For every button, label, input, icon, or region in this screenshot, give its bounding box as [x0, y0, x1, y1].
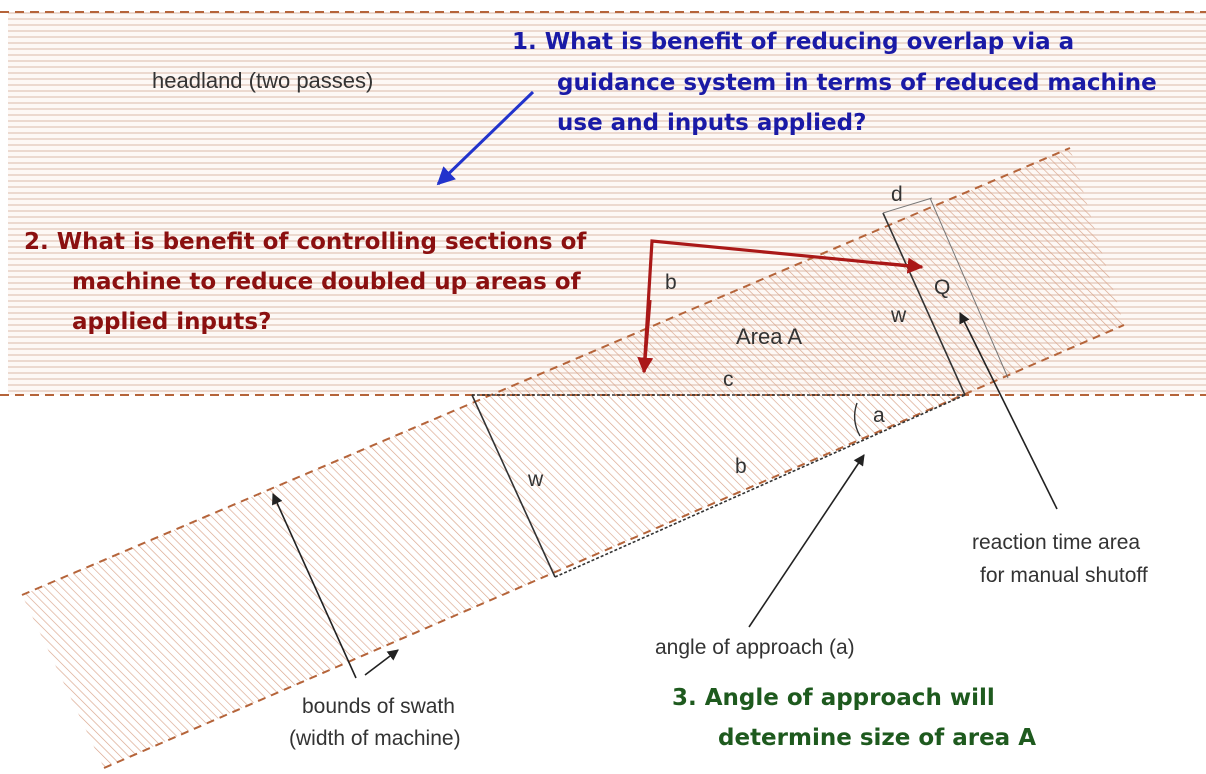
question-1-line-3: use and inputs applied? — [557, 110, 866, 136]
question-2-line-1: 2. What is benefit of controlling sectio… — [24, 229, 587, 255]
bounds-arrow-lower — [364, 649, 399, 676]
angle-a-arc — [853, 402, 861, 437]
headland-label: headland (two passes) — [152, 68, 373, 93]
q2-arrow-right — [879, 257, 924, 274]
reaction-area-top — [882, 197, 933, 214]
w-right-label: w — [890, 304, 907, 327]
reaction-label-1: reaction time area — [972, 531, 1140, 554]
bounds-label-1: bounds of swath — [302, 695, 455, 718]
question-1-line-2: guidance system in terms of reduced mach… — [557, 70, 1157, 96]
question-1-line-1: 1. What is benefit of reducing overlap v… — [512, 29, 1074, 55]
reaction-area-edge — [929, 197, 1009, 379]
bounds-label-2: (width of machine) — [289, 727, 461, 750]
question-3-line-1: 3. Angle of approach will — [672, 685, 995, 711]
angle-arrow — [748, 454, 865, 628]
b-upper-label: b — [665, 271, 677, 294]
swath-strip — [22, 148, 1124, 768]
swath-upper-boundary — [21, 147, 1071, 596]
area-a-label: Area A — [736, 324, 802, 349]
q2-arrow-down — [637, 299, 654, 374]
b-lower-label: b — [735, 455, 747, 478]
reaction-arrow — [959, 311, 1058, 510]
c-label: c — [723, 368, 734, 391]
question-3-line-2: determine size of area A — [718, 725, 1036, 751]
reaction-label-2: for manual shutoff — [980, 564, 1148, 587]
question-2-line-2: machine to reduce doubled up areas of — [72, 269, 582, 295]
angle-approach-label: angle of approach (a) — [655, 636, 855, 659]
swath-width-line-left — [471, 394, 556, 578]
a-label: a — [873, 404, 885, 427]
q-label: Q — [934, 276, 950, 299]
q1-arrow — [436, 90, 535, 186]
w-left-label: w — [527, 468, 544, 491]
d-label: d — [891, 183, 903, 206]
question-2-line-3: applied inputs? — [72, 309, 271, 335]
swath-lower-boundary — [103, 324, 1125, 769]
swath-width-line-right — [882, 212, 966, 396]
bounds-arrow-upper — [272, 492, 357, 679]
